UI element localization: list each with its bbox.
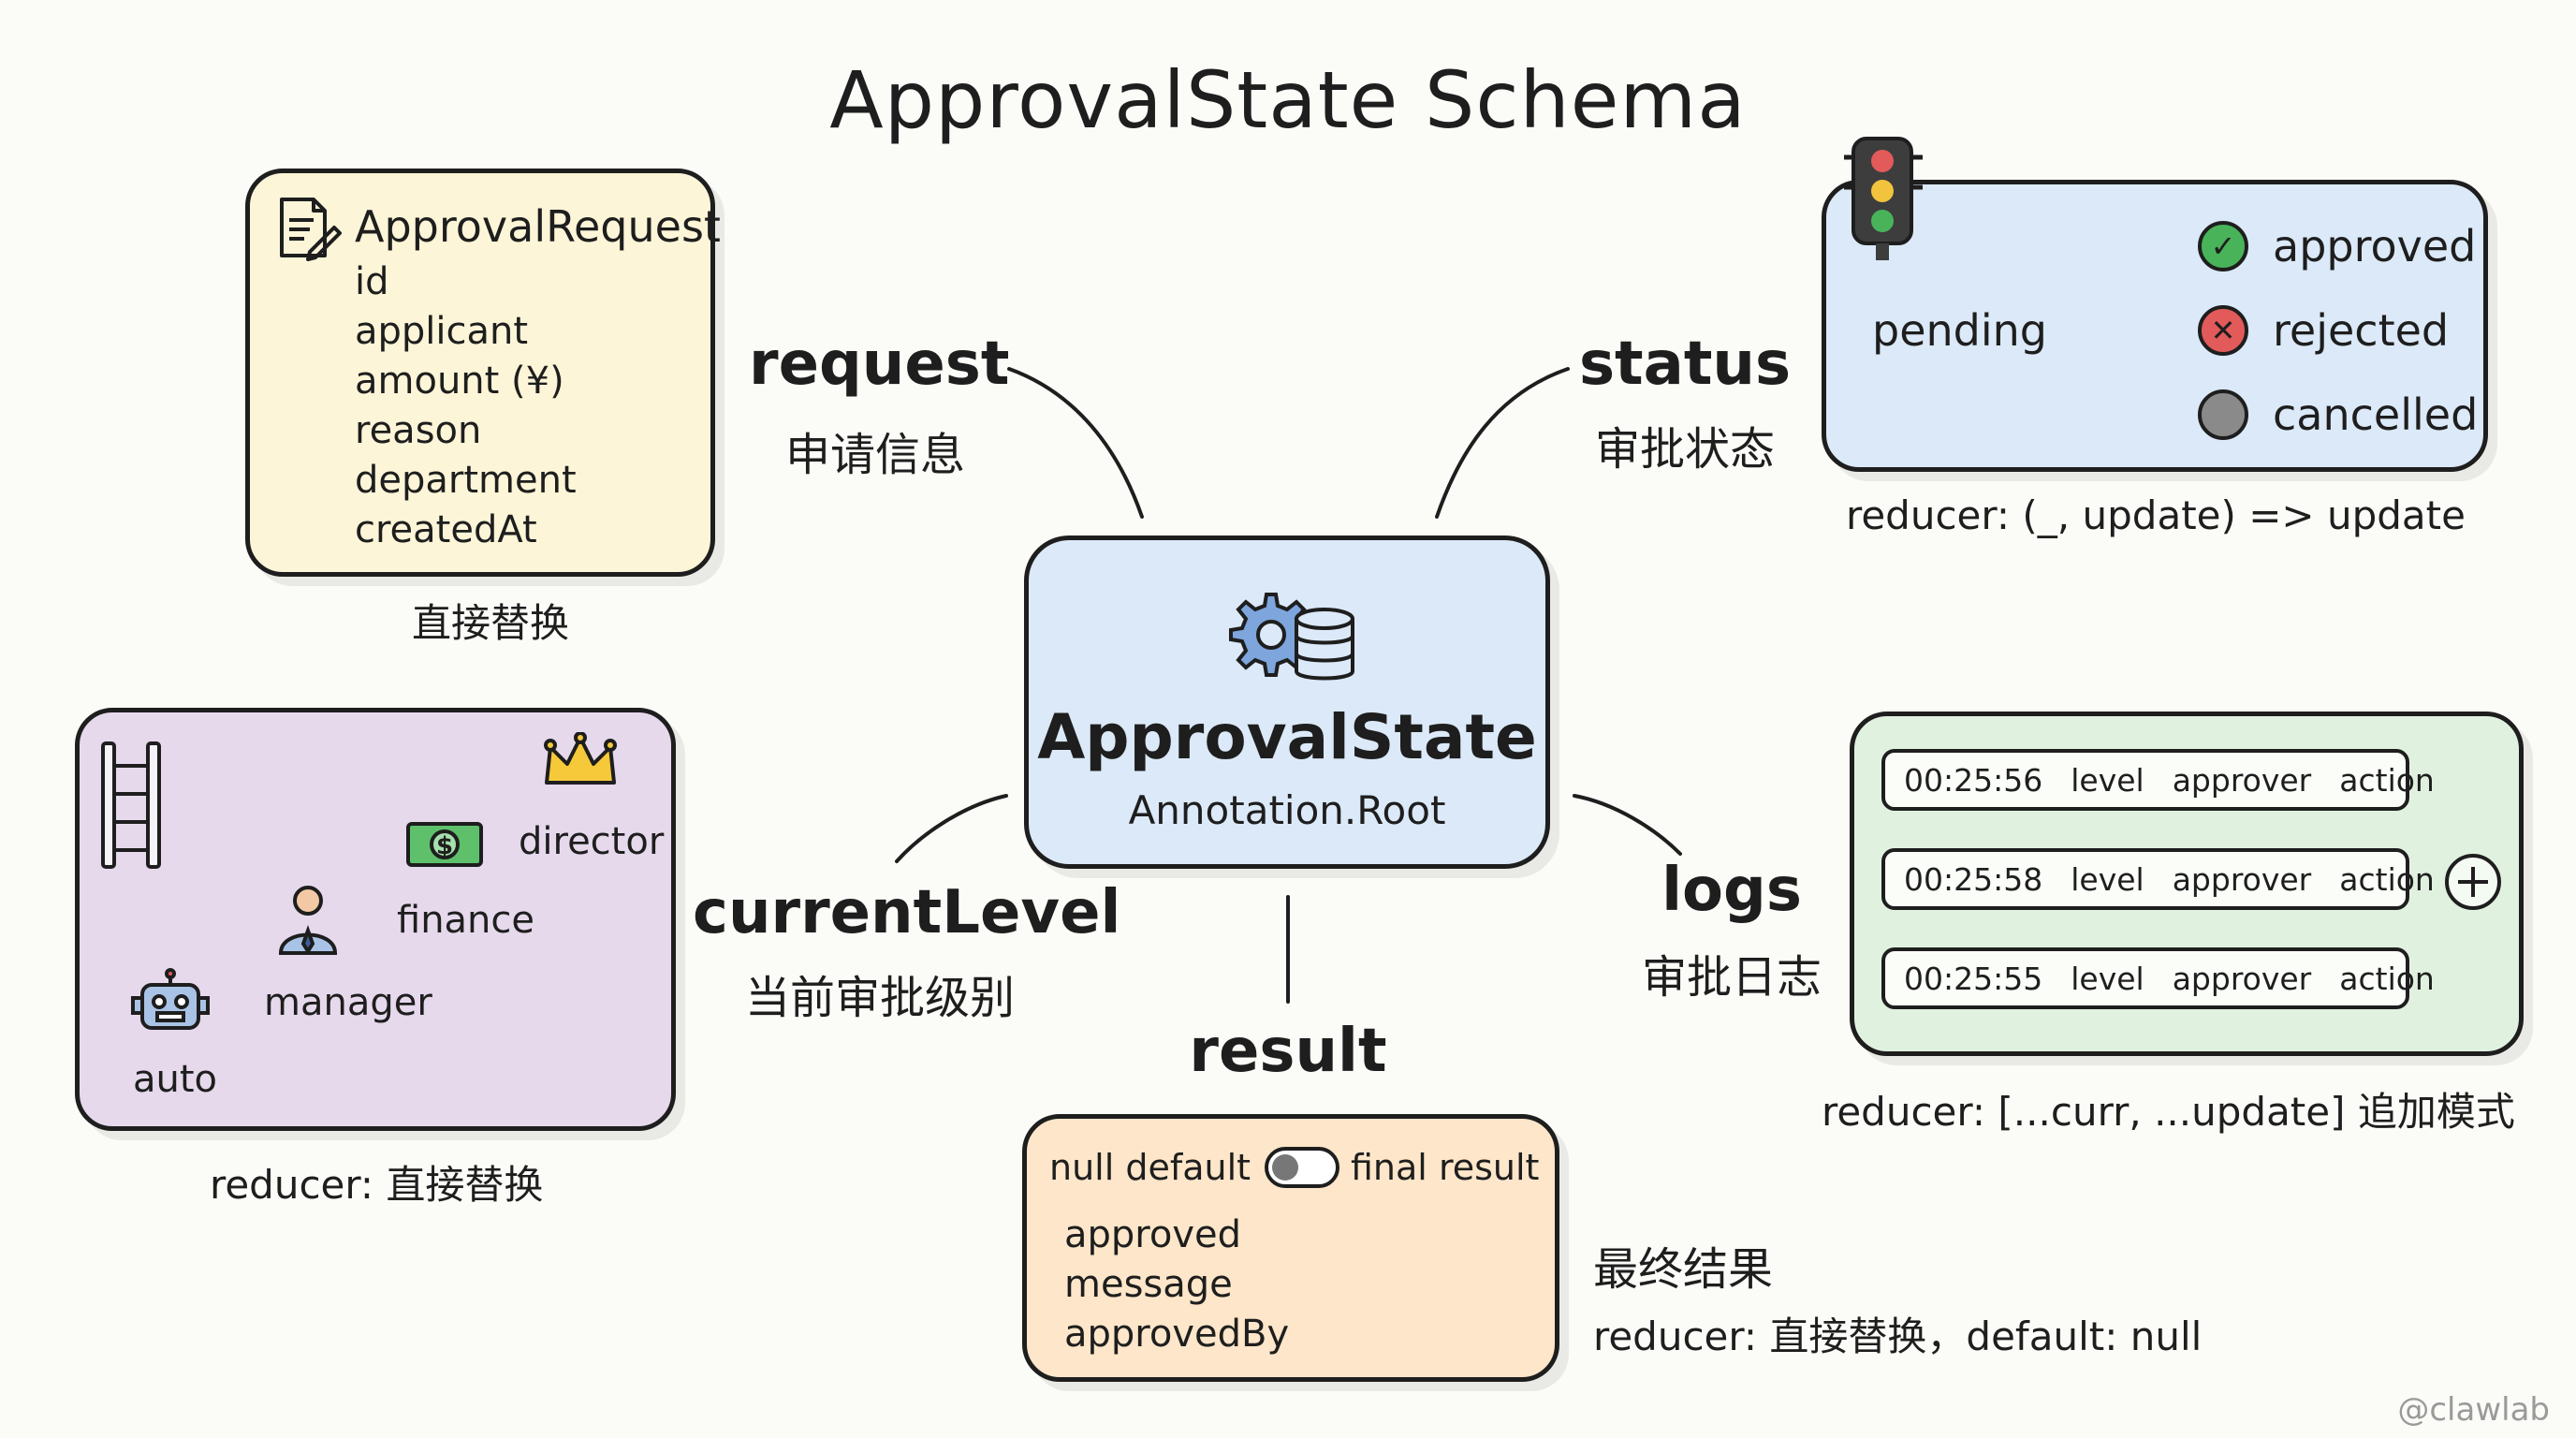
result-field: approved <box>1064 1213 1242 1256</box>
result-card: null default final result approved messa… <box>1022 1114 1559 1382</box>
log-approver: approver <box>2172 761 2312 799</box>
result-cn-label: 最终结果 <box>1593 1243 1774 1296</box>
log-action: action <box>2339 761 2435 799</box>
request-caption: 直接替换 <box>412 600 570 646</box>
result-field: message <box>1064 1263 1233 1306</box>
request-field: createdAt <box>355 508 537 551</box>
log-action: action <box>2339 860 2435 898</box>
robot-icon <box>131 968 210 1030</box>
result-toggle-right: final result <box>1351 1147 1540 1188</box>
result-fields: approved message approvedBy <box>1064 1211 1289 1359</box>
request-key-label: request <box>749 330 1010 399</box>
log-time: 00:25:55 <box>1904 960 2043 997</box>
status-option-rejected: ✕ rejected <box>2198 305 2449 356</box>
status-option-approved: ✓ approved <box>2198 221 2476 271</box>
log-row: 00:25:55 level approver action <box>1881 947 2435 1009</box>
log-row: 00:25:56 level approver action <box>1881 749 2435 811</box>
log-level: level <box>2071 960 2144 997</box>
request-field: department <box>355 459 577 502</box>
null-default-toggle <box>1265 1147 1339 1188</box>
request-fields: id applicant amount (¥) reason departmen… <box>355 257 577 555</box>
currentLevel-connector <box>895 794 1008 863</box>
status-option-label: approved <box>2273 221 2477 271</box>
log-time: 00:25:58 <box>1904 860 2043 898</box>
level-director: director <box>519 820 665 863</box>
manager-person-icon <box>278 886 338 955</box>
request-field: amount (¥) <box>355 360 564 403</box>
request-field: id <box>355 260 389 303</box>
level-auto: auto <box>133 1058 218 1101</box>
log-action: action <box>2339 960 2435 997</box>
level-manager: manager <box>264 981 432 1024</box>
svg-text:$: $ <box>436 832 453 860</box>
status-option-label: cancelled <box>2273 389 2479 440</box>
logs-connector <box>1573 794 1682 856</box>
currentLevel-key-label: currentLevel <box>693 878 1121 947</box>
result-key-label: result <box>1189 1017 1387 1086</box>
log-level: level <box>2071 860 2144 898</box>
gear-database-icon <box>1229 593 1354 681</box>
traffic-light-icon <box>1844 137 1923 260</box>
logs-cn-label: 审批日志 <box>1641 951 1822 1004</box>
request-connector <box>1007 367 1144 519</box>
logs-caption: reducer: [...curr, ...update] 追加模式 <box>1822 1089 2515 1135</box>
currentLevel-caption: reducer: 直接替换 <box>210 1162 544 1208</box>
status-card <box>1822 180 2488 472</box>
log-time: 00:25:56 <box>1904 761 2043 799</box>
status-key-label: status <box>1578 330 1792 399</box>
currentLevel-cn-label: 当前审批级别 <box>744 972 1015 1024</box>
status-option-cancelled: cancelled <box>2198 389 2478 440</box>
ladder-icon <box>101 741 161 869</box>
log-level: level <box>2071 761 2144 799</box>
request-field: applicant <box>355 310 529 353</box>
page-title: ApprovalState Schema <box>829 54 1747 146</box>
gray-circle-icon <box>2198 389 2248 440</box>
check-circle-icon: ✓ <box>2198 221 2248 271</box>
level-finance: finance <box>397 899 535 942</box>
log-approver: approver <box>2172 960 2312 997</box>
status-option-label: rejected <box>2273 305 2450 356</box>
log-row: 00:25:58 level approver action <box>1881 848 2435 910</box>
logs-key-label: logs <box>1661 856 1802 925</box>
request-card-title: ApprovalRequest <box>355 201 721 252</box>
crown-icon <box>544 732 617 785</box>
log-approver: approver <box>2172 860 2312 898</box>
status-connector <box>1435 367 1570 519</box>
result-field: approvedBy <box>1064 1313 1290 1356</box>
center-subtitle: Annotation.Root <box>1128 787 1446 833</box>
money-bill-icon: $ <box>406 822 483 867</box>
status-cn-label: 审批状态 <box>1594 423 1775 476</box>
result-toggle-left: null default <box>1049 1147 1251 1188</box>
request-cn-label: 申请信息 <box>784 429 965 481</box>
status-caption: reducer: (_, update) => update <box>1846 492 2466 538</box>
request-card: ApprovalRequest id applicant amount (¥) … <box>245 169 721 577</box>
document-edit-icon <box>280 198 342 261</box>
result-caption: reducer: 直接替换，default: null <box>1593 1313 2203 1359</box>
plus-circle-icon <box>2445 854 2501 910</box>
center-title: ApprovalState <box>1037 701 1537 773</box>
watermark: @clawlab <box>2397 1391 2550 1429</box>
center-card: ApprovalState Annotation.Root <box>1024 536 1550 869</box>
x-circle-icon: ✕ <box>2198 305 2248 356</box>
request-field: reason <box>355 409 482 452</box>
status-from: pending <box>1872 305 2047 356</box>
